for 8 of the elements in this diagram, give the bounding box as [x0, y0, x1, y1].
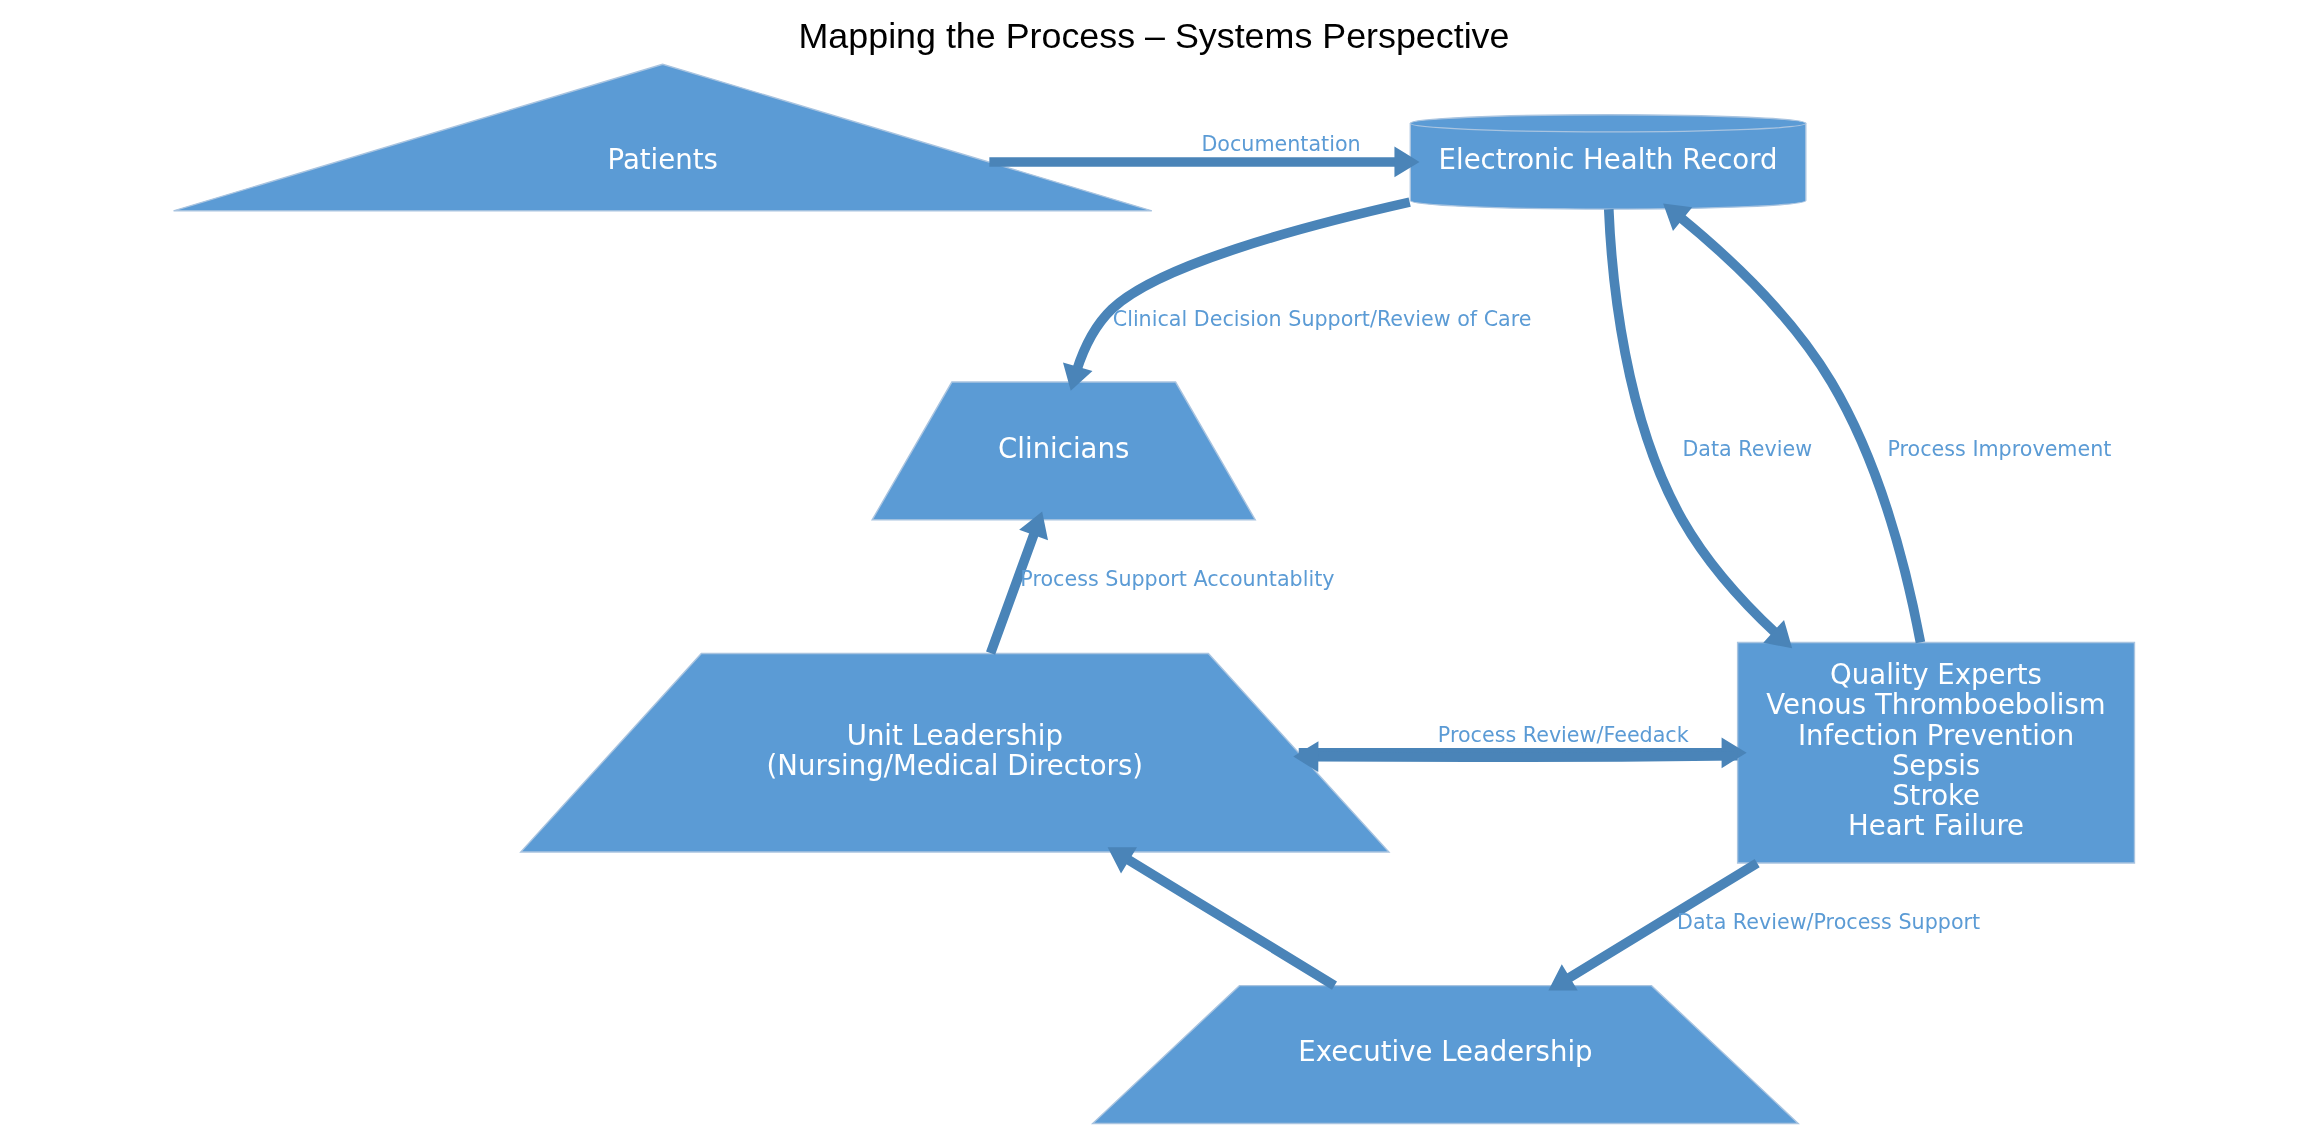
- edge-label: Process Improvement: [1887, 436, 2112, 461]
- edge-label: Clinical Decision Support/Review of Care: [1112, 306, 1532, 331]
- edge-label: Data Review/Process Support: [1676, 910, 1981, 935]
- edge-label: Data Review: [1682, 436, 1813, 461]
- edge-label: Process Support Accountablity: [1020, 567, 1335, 592]
- edge-label: Documentation: [1201, 131, 1361, 156]
- diagram-title: Mapping the Process – Systems Perspective: [798, 15, 1510, 56]
- edge-label: Process Review/Feedack: [1437, 722, 1689, 747]
